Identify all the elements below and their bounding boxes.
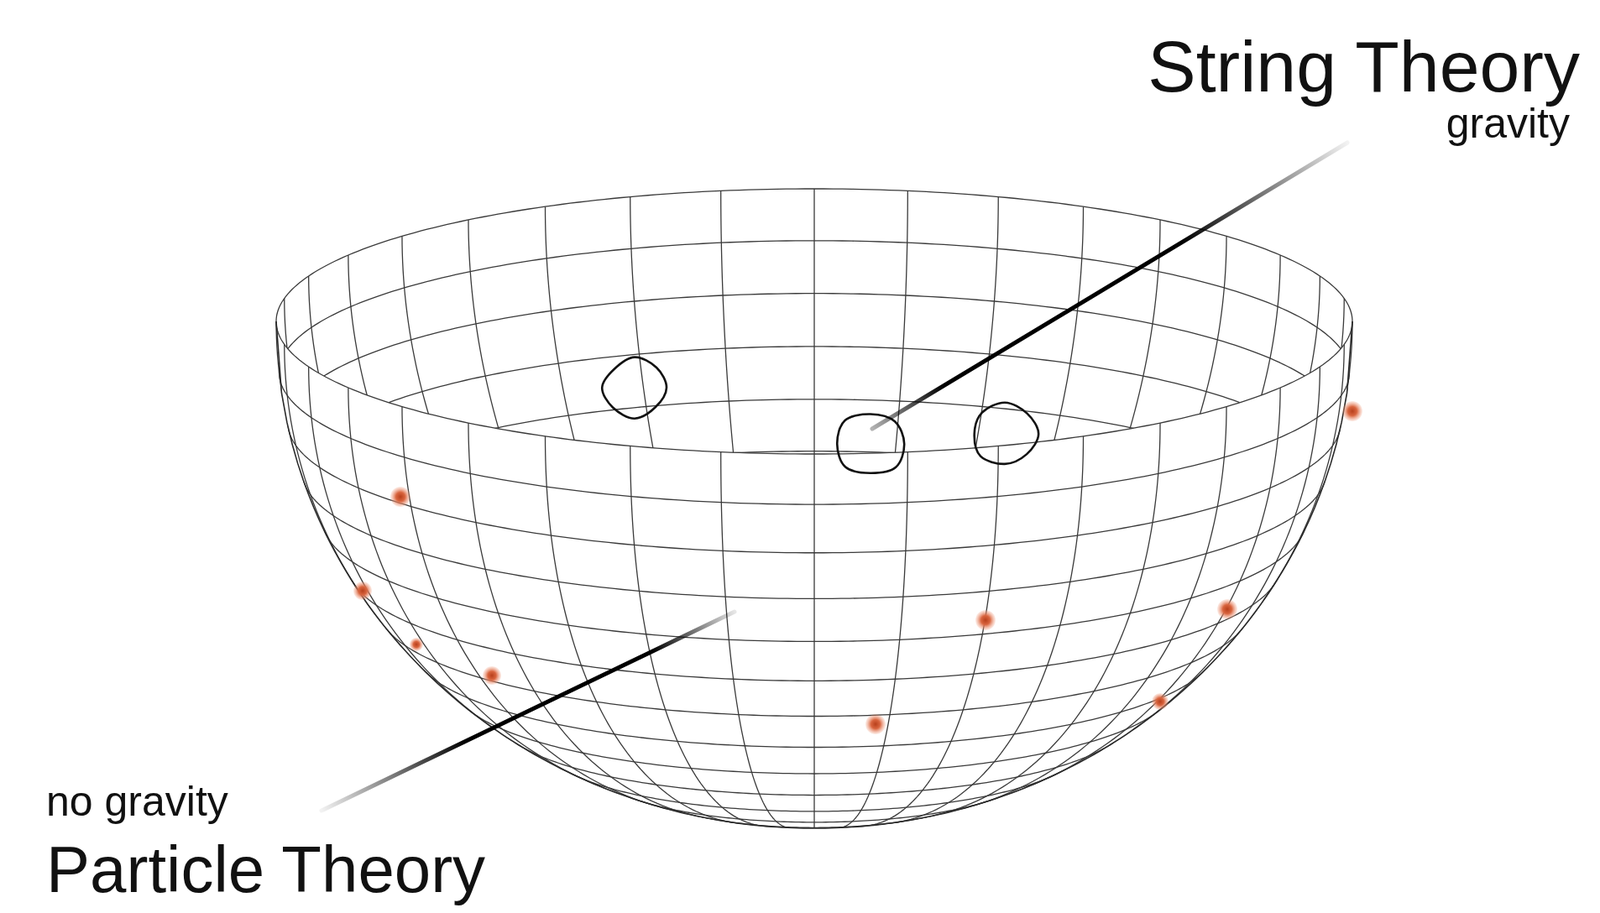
grid-line (813, 454, 815, 829)
string-loop (836, 414, 905, 474)
grid-line (932, 423, 1161, 816)
side-note: gravity (1446, 102, 1570, 145)
grid-line (897, 436, 1083, 823)
grid-line (1263, 344, 1344, 601)
leader-line (321, 611, 735, 811)
particle-dot (865, 714, 886, 735)
particle-dot (409, 637, 424, 652)
string-loops (601, 357, 1039, 474)
particle-dot (482, 666, 502, 685)
grid-line (840, 452, 909, 829)
side-note: Particle Theory (46, 836, 486, 903)
bowl-front-wall (276, 321, 1353, 829)
side-caption: String Theory (1147, 30, 1580, 103)
particle-dot (353, 581, 372, 601)
particle-dot (1217, 599, 1238, 620)
particle-dot (975, 610, 996, 631)
particle-dot (390, 486, 411, 508)
grid-line (545, 436, 732, 823)
string-loop (601, 357, 667, 419)
grid-line (426, 673, 1201, 748)
particle-dot (1342, 401, 1363, 422)
grid-line (721, 452, 790, 829)
bowl-exterior-grid (276, 321, 1353, 829)
bowl-interior-grid (276, 188, 1353, 829)
leader-line (872, 142, 1348, 429)
grid-line (402, 407, 654, 806)
string-loop (974, 402, 1039, 465)
grid-line (867, 445, 999, 826)
grid-line (574, 775, 1052, 812)
grid-line (639, 800, 988, 823)
bowl-outline (276, 321, 1353, 829)
grid-line (1040, 387, 1281, 782)
grid-line (276, 321, 1353, 455)
grid-line (975, 407, 1227, 806)
grid-line (1132, 366, 1320, 731)
grid-line (386, 629, 1240, 717)
grid-line (630, 445, 761, 826)
grid-line (468, 423, 696, 816)
boundary-particles (353, 401, 1363, 735)
particle-dot (1151, 693, 1169, 711)
side-caption: no gravity (46, 780, 229, 823)
